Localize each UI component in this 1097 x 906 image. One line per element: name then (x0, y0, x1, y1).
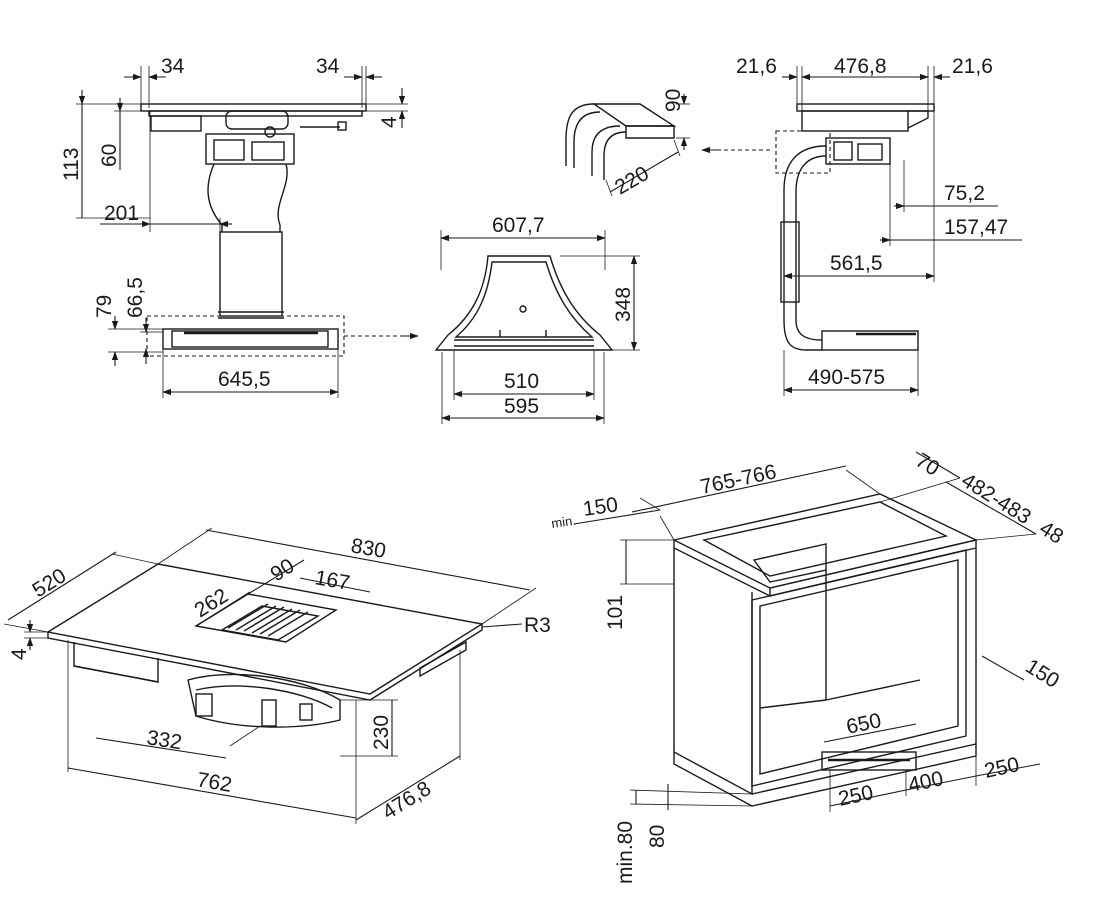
dim-167: 167 (313, 566, 352, 595)
dim-765-766: 765-766 (698, 460, 778, 499)
dim-34-left: 34 (161, 55, 185, 78)
side-view-hob-with-duct: 34 34 4 113 60 201 79 (60, 55, 419, 398)
dim-min150: 150 (581, 493, 619, 521)
dim-150-right: 150 (1021, 655, 1063, 693)
dim-830: 830 (349, 534, 388, 563)
plinth-adapter-view: 607,7 348 510 595 (434, 214, 640, 424)
dim-21-6-left: 21,6 (736, 55, 777, 78)
dim-262: 262 (190, 584, 232, 622)
dim-90-bend: 90 (662, 89, 685, 112)
dim-645-5: 645,5 (218, 368, 271, 391)
dim-48: 48 (1035, 517, 1067, 549)
dim-250-right: 250 (982, 753, 1021, 783)
hob-isometric-view: 520 830 90 167 262 R3 4 332 230 (3, 527, 551, 824)
dim-476-8: 476,8 (834, 55, 887, 78)
dim-113: 113 (60, 148, 83, 181)
side-view-plinth-routing: 21,6 476,8 21,6 75,2 157,47 561,5 490-57… (736, 55, 1022, 396)
dim-220: 220 (611, 162, 653, 199)
dim-min150-prefix: min. (550, 513, 576, 531)
dim-201: 201 (104, 202, 139, 225)
dim-80: 80 (646, 825, 669, 848)
dim-157-47: 157,47 (944, 216, 1008, 239)
dim-561-5: 561,5 (830, 252, 883, 275)
dim-400: 400 (906, 767, 945, 797)
dim-332: 332 (145, 726, 183, 754)
dim-34-right: 34 (316, 55, 340, 78)
dim-60: 60 (98, 144, 121, 167)
dim-101: 101 (604, 595, 627, 630)
dim-79: 79 (93, 295, 116, 318)
dim-650: 650 (844, 709, 883, 739)
cabinet-isometric-view: min. 150 765-766 70 482-483 48 101 150 6… (550, 449, 1067, 884)
dim-66-5: 66,5 (124, 277, 147, 318)
dim-70: 70 (911, 449, 943, 481)
grille-slots (227, 603, 309, 637)
duct-bend-piece: 90 220 (565, 89, 770, 199)
dim-510: 510 (504, 370, 539, 393)
dim-520: 520 (28, 564, 70, 602)
dim-476-8-hob: 476,8 (378, 777, 435, 824)
dim-r3: R3 (524, 614, 551, 637)
dim-490-575: 490-575 (808, 366, 885, 389)
dim-75-2: 75,2 (944, 182, 985, 205)
dim-4-side: 4 (378, 116, 401, 128)
dim-607-7: 607,7 (492, 214, 545, 237)
dim-482-483: 482-483 (957, 469, 1035, 529)
dim-762: 762 (195, 768, 234, 797)
dim-348: 348 (612, 287, 635, 322)
dim-90-hob: 90 (266, 554, 298, 586)
dim-min80: min.80 (614, 821, 637, 884)
dim-595: 595 (504, 395, 539, 418)
dim-21-6-right: 21,6 (952, 55, 993, 78)
dim-4-hob: 4 (8, 648, 31, 660)
dim-230: 230 (370, 715, 393, 750)
